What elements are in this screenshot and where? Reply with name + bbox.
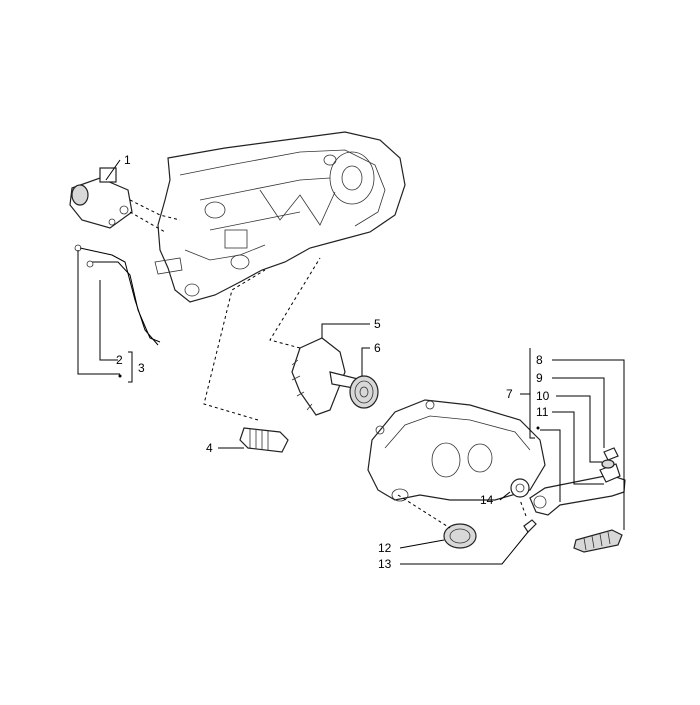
oil-seal	[510, 478, 530, 498]
bracket-dot-3	[118, 374, 122, 378]
label-6: 6	[374, 341, 381, 355]
kick-return-spring	[349, 375, 379, 409]
kick-pedal-rubber	[573, 529, 623, 553]
label-13: 13	[378, 557, 392, 571]
label-3: 3	[138, 361, 145, 375]
label-4: 4	[206, 441, 213, 455]
kick-start-lever	[529, 463, 626, 516]
label-9: 9	[536, 371, 543, 385]
transmission-cover	[367, 399, 546, 502]
label-11: 11	[536, 405, 549, 419]
label-2: 2	[116, 353, 123, 367]
label-10: 10	[536, 389, 550, 403]
label-5: 5	[374, 317, 381, 331]
pinch-bolt	[523, 519, 537, 533]
reference-labels: 1 2 3 4 5 6 7 8 9 10 11 12 13 14	[116, 153, 550, 571]
bracket-dot-7	[536, 426, 540, 430]
starter-bendix	[239, 427, 289, 453]
lever-clip-washer	[601, 447, 619, 469]
wiring-harness	[74, 244, 161, 346]
label-12: 12	[378, 541, 392, 555]
label-14: 14	[480, 493, 494, 507]
engine-crankcase	[154, 131, 406, 303]
cover-plug-cap	[443, 523, 477, 549]
label-1: 1	[124, 153, 131, 167]
label-8: 8	[536, 353, 543, 367]
label-7: 7	[506, 387, 513, 401]
leader-lines	[77, 159, 625, 565]
kick-sector-gear	[291, 337, 365, 416]
starter-motor	[69, 167, 133, 229]
